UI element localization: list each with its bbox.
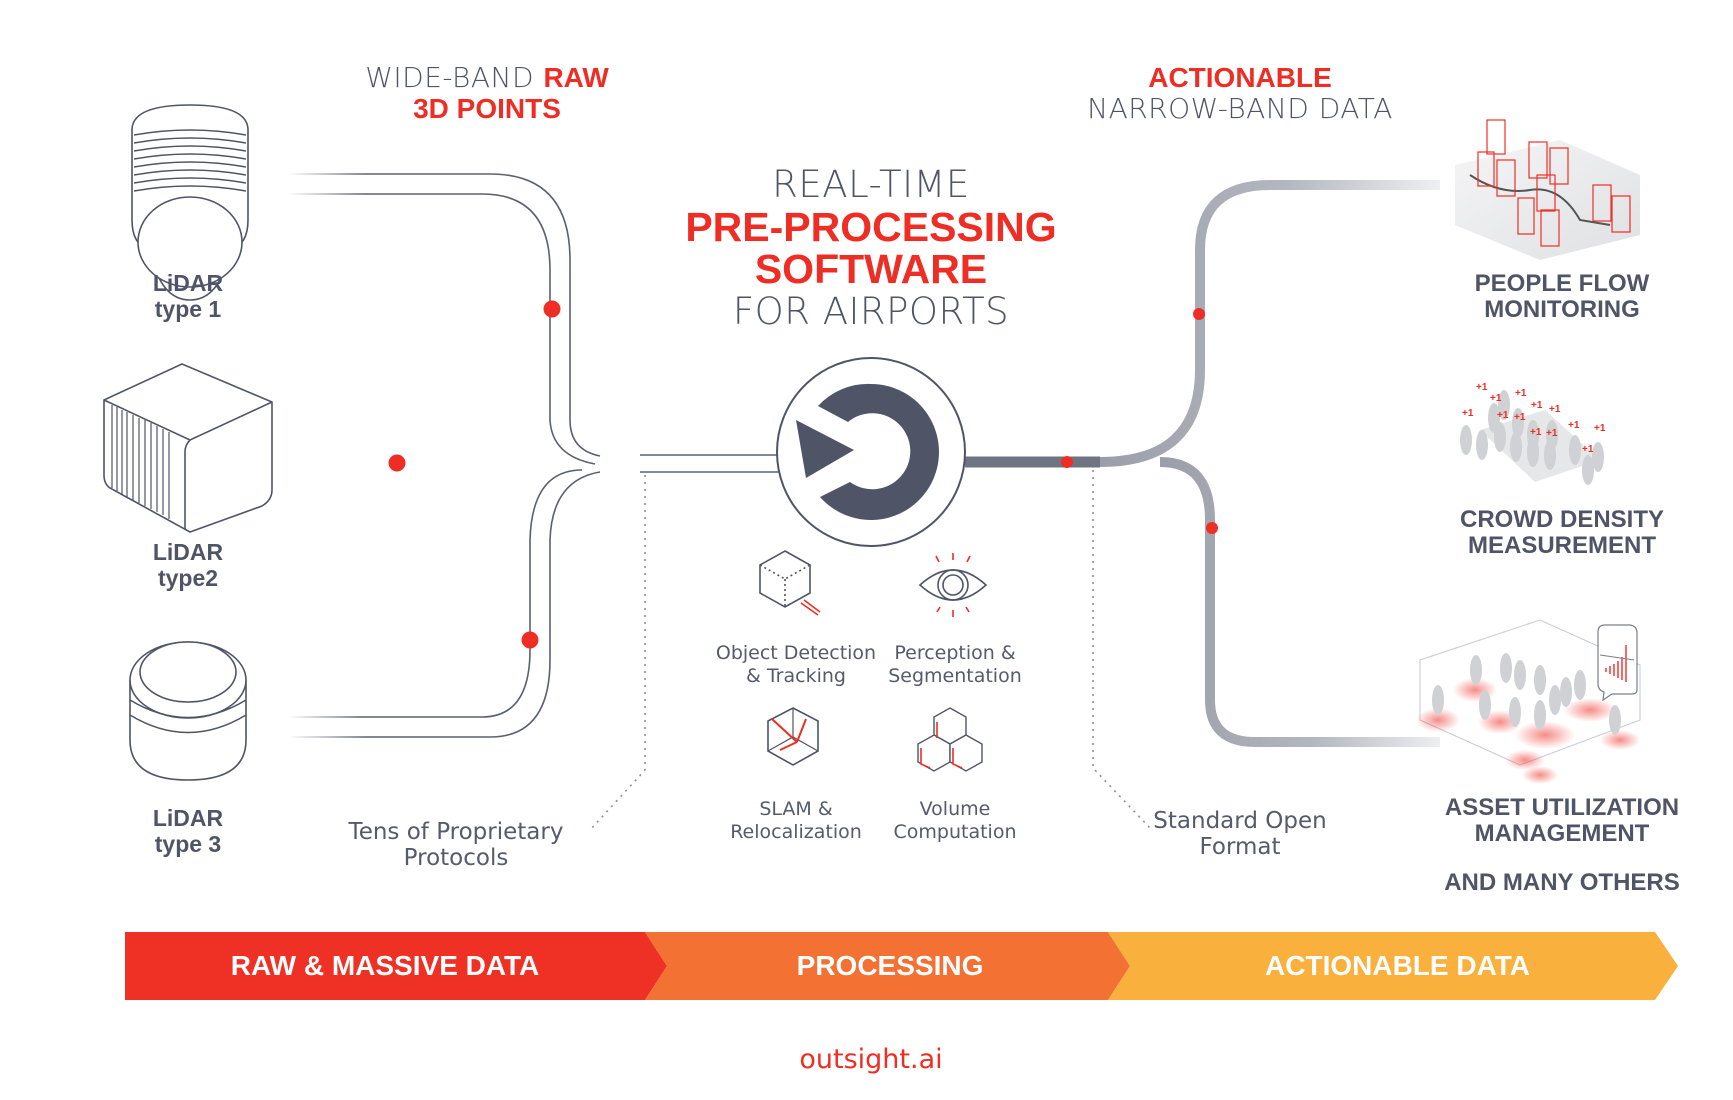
- slam-axes-icon: [767, 707, 819, 766]
- count-badge: +1: [1568, 420, 1580, 431]
- count-badge: +1: [1546, 428, 1558, 439]
- pipe-top-inner: [288, 193, 596, 465]
- use-case-line: ASSET UTILIZATION: [1444, 794, 1680, 821]
- many-others-label: AND MANY OTHERS: [1444, 869, 1680, 896]
- use-case-line: CROWD DENSITY: [1460, 506, 1664, 533]
- capability-line: Computation: [893, 821, 1017, 843]
- input-heading: WIDE-BAND RAW 3D POINTS: [337, 62, 637, 124]
- banner-label-raw: RAW & MASSIVE DATA: [230, 950, 540, 981]
- puck-lidar-icon: [129, 641, 247, 781]
- count-badge: +1: [1462, 408, 1474, 419]
- pipe-out-bot: [1159, 457, 1440, 747]
- sensor-name: LiDAR: [152, 805, 224, 831]
- process-banner: [125, 932, 1678, 1000]
- sensor-name: LiDAR: [152, 270, 224, 296]
- chart-bubble-icon: [1597, 624, 1638, 702]
- people-flow-illustration: [1455, 119, 1640, 260]
- data-dot: [1193, 308, 1205, 320]
- capability-line: Segmentation: [888, 665, 1022, 687]
- output-pipes: [965, 180, 1440, 747]
- note-line: Tens of Proprietary: [348, 819, 564, 845]
- input-pipes: [288, 173, 780, 738]
- title-line-2: PRE-PROCESSING: [685, 204, 1057, 250]
- input-heading-line2: 3D POINTS: [413, 93, 561, 124]
- banner-segment-raw: [125, 932, 667, 1000]
- capability-line: & Tracking: [746, 665, 846, 687]
- count-badge: +1: [1490, 393, 1502, 404]
- count-badge: +1: [1594, 423, 1606, 434]
- title-line-3: SOFTWARE: [754, 246, 988, 292]
- pipe-bot-outer: [288, 471, 601, 738]
- capability-line: SLAM &: [759, 798, 833, 820]
- use-case-line: MONITORING: [1484, 296, 1640, 323]
- box-lidar-icon: [103, 363, 273, 533]
- banner-label-processing: PROCESSING: [796, 950, 984, 981]
- footer-url[interactable]: outsight.ai: [799, 1044, 943, 1075]
- count-badge: +1: [1530, 427, 1542, 438]
- use-case-line: MEASUREMENT: [1467, 532, 1656, 559]
- sensor-type: type 3: [154, 831, 222, 857]
- note-line: Format: [1199, 834, 1281, 860]
- stacked-cubes-icon: [917, 707, 983, 772]
- pipe-bot-inner: [288, 469, 583, 718]
- page-title: REAL-TIME PRE-PROCESSING SOFTWARE FOR AI…: [671, 164, 1071, 334]
- count-badge: +1: [1531, 400, 1543, 411]
- use-case-line: PEOPLE FLOW: [1474, 270, 1650, 297]
- eye-icon: [918, 553, 988, 617]
- banner-label-actionable: ACTIONABLE DATA: [1265, 950, 1530, 981]
- data-dot: [543, 300, 561, 318]
- cube-detection-icon: [759, 550, 821, 616]
- capability-line: Volume: [919, 798, 991, 820]
- banner-segment-processing: [645, 932, 1130, 1000]
- leader-line-output: [1092, 470, 1151, 829]
- pipe-out-top: [1099, 180, 1440, 467]
- input-heading-accent: RAW: [543, 62, 609, 93]
- sensor-type: type 1: [154, 296, 222, 322]
- capability-perception: Perception &Segmentation: [870, 642, 1040, 688]
- sensor-name: LiDAR: [152, 539, 224, 565]
- use-case-line: MANAGEMENT: [1474, 820, 1650, 847]
- data-dot: [1061, 456, 1073, 468]
- count-badge: +1: [1582, 444, 1594, 455]
- capability-line: Relocalization: [730, 821, 862, 843]
- count-badge: +1: [1514, 412, 1526, 423]
- data-dot: [521, 631, 539, 649]
- output-heading-plain: NARROW-BAND DATA: [1087, 92, 1393, 125]
- output-heading: ACTIONABLE NARROW-BAND DATA: [1080, 62, 1400, 124]
- count-badge: +1: [1476, 382, 1488, 393]
- capability-object-detection: Object Detection& Tracking: [706, 642, 886, 688]
- capability-line: Object Detection: [715, 642, 877, 664]
- count-badge: +1: [1549, 404, 1561, 415]
- title-line-4: FOR AIRPORTS: [732, 290, 1010, 333]
- count-badge: +1: [1515, 388, 1527, 399]
- data-dot: [1206, 522, 1218, 534]
- pipe-top-outer: [288, 173, 601, 457]
- crowd-density-illustration: [1460, 390, 1604, 485]
- count-badge: +1: [1497, 410, 1509, 421]
- banner-segment-actionable: [1108, 932, 1678, 1000]
- data-dot: [388, 454, 406, 472]
- capability-slam: SLAM &Relocalization: [711, 798, 881, 844]
- sensor-type: type2: [157, 565, 219, 591]
- note-line: Protocols: [403, 845, 509, 871]
- outsight-logo-icon: [776, 357, 966, 547]
- capability-line: Perception &: [894, 642, 1016, 664]
- output-heading-accent: ACTIONABLE: [1148, 62, 1332, 93]
- title-line-1: REAL-TIME: [772, 163, 970, 206]
- note-line: Standard Open: [1153, 808, 1327, 834]
- leader-line-input: [589, 475, 646, 831]
- input-heading-plain: WIDE-BAND: [365, 61, 544, 94]
- asset-heatmap-illustration: [1416, 619, 1641, 784]
- dome-lidar-icon: [131, 104, 249, 301]
